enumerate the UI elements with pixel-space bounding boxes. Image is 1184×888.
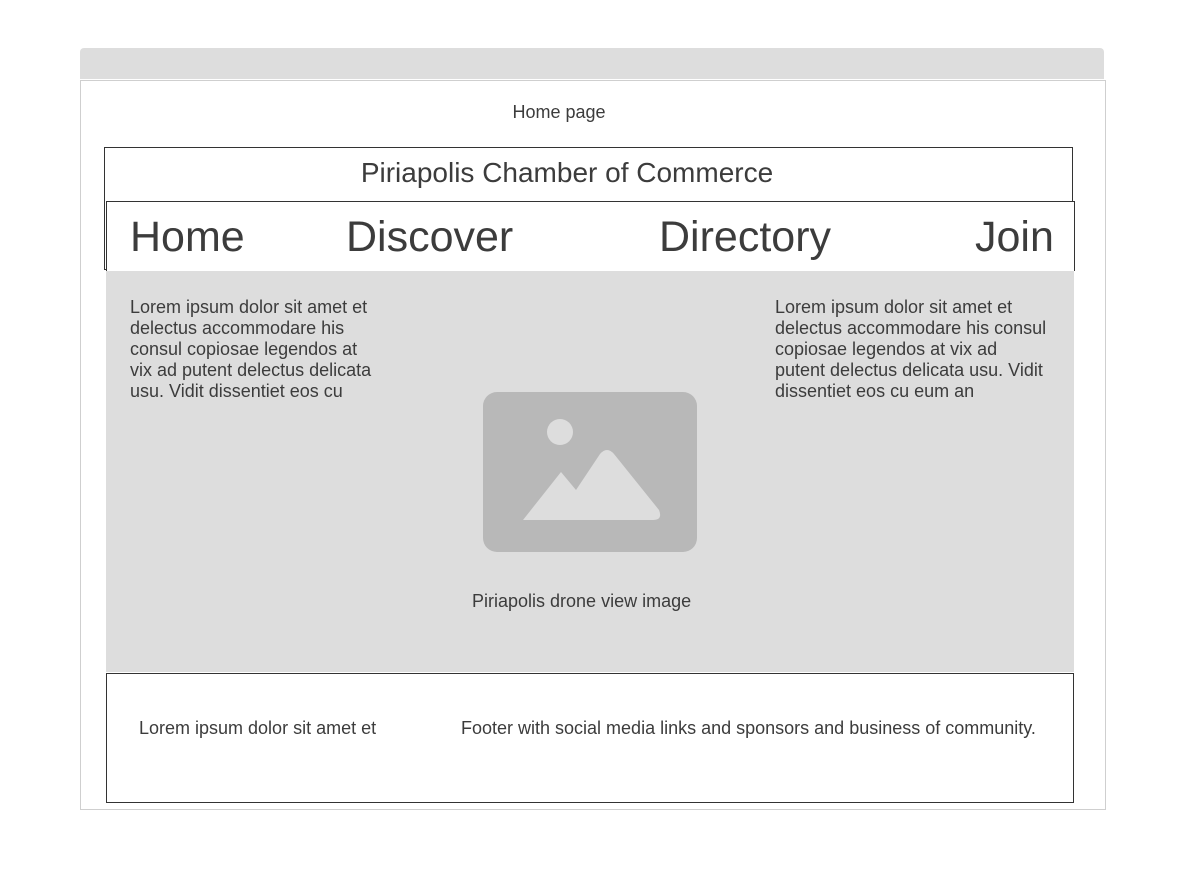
image-placeholder-icon: [483, 392, 697, 552]
nav-bar: [106, 201, 1075, 271]
site-title: Piriapolis Chamber of Commerce: [360, 157, 774, 188]
right-text-column: Lorem ipsum dolor sit amet et delectus a…: [775, 297, 1047, 401]
footer-left-text: Lorem ipsum dolor sit amet et: [139, 718, 377, 738]
nav-join-link[interactable]: Join: [975, 213, 1054, 261]
nav-discover-link[interactable]: Discover: [346, 213, 514, 261]
nav-directory-link[interactable]: Directory: [659, 213, 832, 261]
footer-right-text: Footer with social media links and spons…: [461, 718, 1036, 738]
image-caption: Piriapolis drone view image: [472, 591, 692, 611]
nav-home-link[interactable]: Home: [130, 213, 245, 261]
left-text-column: Lorem ipsum dolor sit amet et delectus a…: [130, 297, 372, 401]
footer: [106, 673, 1074, 803]
browser-top-bar: [80, 48, 1104, 79]
page-label: Home page: [512, 102, 606, 122]
